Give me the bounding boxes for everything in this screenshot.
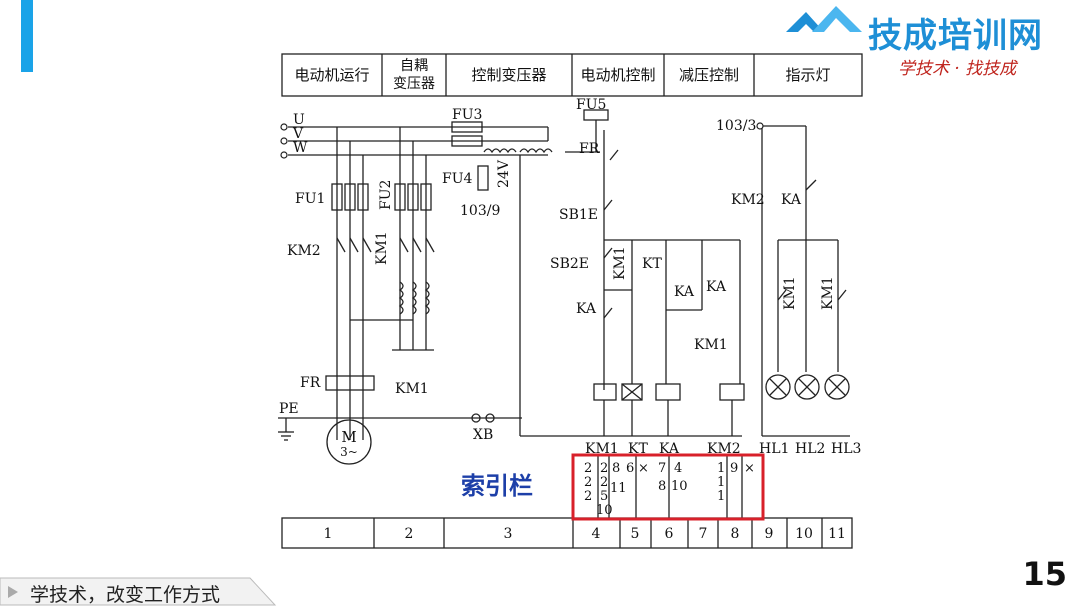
- coil-label-km2: KM2: [707, 441, 741, 457]
- header-cell-indicator: 指示灯: [785, 66, 830, 84]
- label-fu3: FU3: [452, 107, 482, 123]
- label-km1-tap: KM1: [395, 381, 429, 397]
- index-entry: 2: [584, 461, 592, 476]
- index-entry: ×: [744, 461, 755, 476]
- footer-banner: [0, 577, 277, 606]
- index-entry: 10: [671, 479, 688, 494]
- label-km2-main: KM2: [287, 243, 321, 259]
- column-number: 5: [631, 526, 640, 542]
- column-number: 11: [828, 526, 846, 542]
- column-number: 1: [324, 526, 333, 542]
- brand-logo: [786, 6, 862, 32]
- index-entry: 5: [600, 489, 608, 504]
- lamp-label-hl1: HL1: [759, 441, 789, 457]
- header-cell-auto: 自耦: [400, 58, 428, 74]
- index-entry: 2: [584, 489, 592, 504]
- index-entry: 2: [600, 475, 608, 490]
- label-sb2e: SB2E: [550, 256, 589, 272]
- label-km1-lamp-b: KM1: [820, 276, 836, 310]
- accent-bar: [21, 0, 33, 72]
- brand-name: 技成培训网: [868, 16, 1043, 56]
- column-number: 2: [405, 526, 414, 542]
- header-cell-control-transformer: 控制变压器: [471, 66, 546, 84]
- index-entry: 10: [596, 503, 613, 518]
- label-kt: KT: [642, 256, 662, 272]
- header-cell-transformer: 变压器: [393, 76, 435, 92]
- label-pe: PE: [279, 401, 299, 417]
- label-motor-phase: 3~: [340, 445, 358, 459]
- column-number: 3: [504, 526, 513, 542]
- index-title: 索引栏: [461, 472, 533, 500]
- index-entry: 4: [674, 461, 682, 476]
- column-number: 7: [699, 526, 708, 542]
- label-fu2: FU2: [378, 180, 394, 210]
- label-fu4: FU4: [442, 171, 473, 187]
- header-cell-reduced-voltage: 减压控制: [679, 66, 739, 84]
- lamp-label-hl3: HL3: [831, 441, 861, 457]
- index-entry: 7: [658, 461, 666, 476]
- page-number: 15: [1022, 555, 1067, 593]
- index-entry: 11: [610, 481, 627, 496]
- label-ka-left: KA: [576, 301, 597, 317]
- index-entry: 9: [730, 461, 738, 476]
- label-fr-ctrl: FR: [579, 141, 600, 157]
- label-km1-hold: KM1: [612, 246, 628, 280]
- label-103-3: 103/3: [716, 118, 756, 134]
- index-entry: ×: [638, 461, 649, 476]
- label-103-9: 103/9: [460, 203, 500, 219]
- label-motor: M: [341, 428, 356, 446]
- column-number: 4: [592, 526, 601, 542]
- coil-label-kt: KT: [628, 441, 648, 457]
- header-cell-motor-control: 电动机控制: [580, 66, 655, 84]
- label-fu1: FU1: [295, 191, 325, 207]
- phase-label-v: V: [292, 126, 304, 142]
- label-ka-right: KA: [706, 279, 727, 295]
- index-entry: 1: [717, 489, 725, 504]
- label-fr-main: FR: [300, 375, 321, 391]
- label-ka-lamp: KA: [781, 192, 802, 208]
- logo-mark-left: [786, 12, 824, 32]
- label-sb1e: SB1E: [559, 207, 598, 223]
- column-number: 6: [665, 526, 674, 542]
- index-entry: 2: [584, 475, 592, 490]
- lamp-label-hl2: HL2: [795, 441, 825, 457]
- column-number: 8: [731, 526, 740, 542]
- index-highlight-box: [571, 453, 765, 521]
- footer-text: 学技术，改变工作方式: [30, 584, 221, 606]
- label-km1-main: KM1: [374, 231, 390, 265]
- footer-play-icon: [8, 586, 18, 598]
- index-entry: 6: [626, 461, 634, 476]
- coil-label-km1: KM1: [585, 441, 619, 457]
- index-entry: 1: [717, 461, 725, 476]
- index-entry: 8: [612, 461, 620, 476]
- label-ka-mid: KA: [674, 284, 695, 300]
- index-entry: 2: [600, 461, 608, 476]
- coil-label-ka: KA: [659, 441, 680, 457]
- label-km2-lamp: KM2: [731, 192, 765, 208]
- column-number: 9: [765, 526, 774, 542]
- brand-slogan: 学技术 · 找技成: [898, 59, 1017, 79]
- label-fu5: FU5: [576, 97, 606, 113]
- logo-mark-right: [812, 6, 862, 32]
- phase-label-u: U: [293, 112, 305, 128]
- label-24v: 24V: [496, 159, 512, 188]
- label-xb: XB: [473, 427, 493, 443]
- column-number: 10: [795, 526, 813, 542]
- label-km1-low: KM1: [694, 337, 728, 353]
- index-entry: 8: [658, 479, 666, 494]
- phase-label-w: W: [293, 140, 308, 156]
- label-km1-lamp-a: KM1: [782, 276, 798, 310]
- header-cell-motor-run: 电动机运行: [294, 66, 369, 84]
- index-entry: 1: [717, 475, 725, 490]
